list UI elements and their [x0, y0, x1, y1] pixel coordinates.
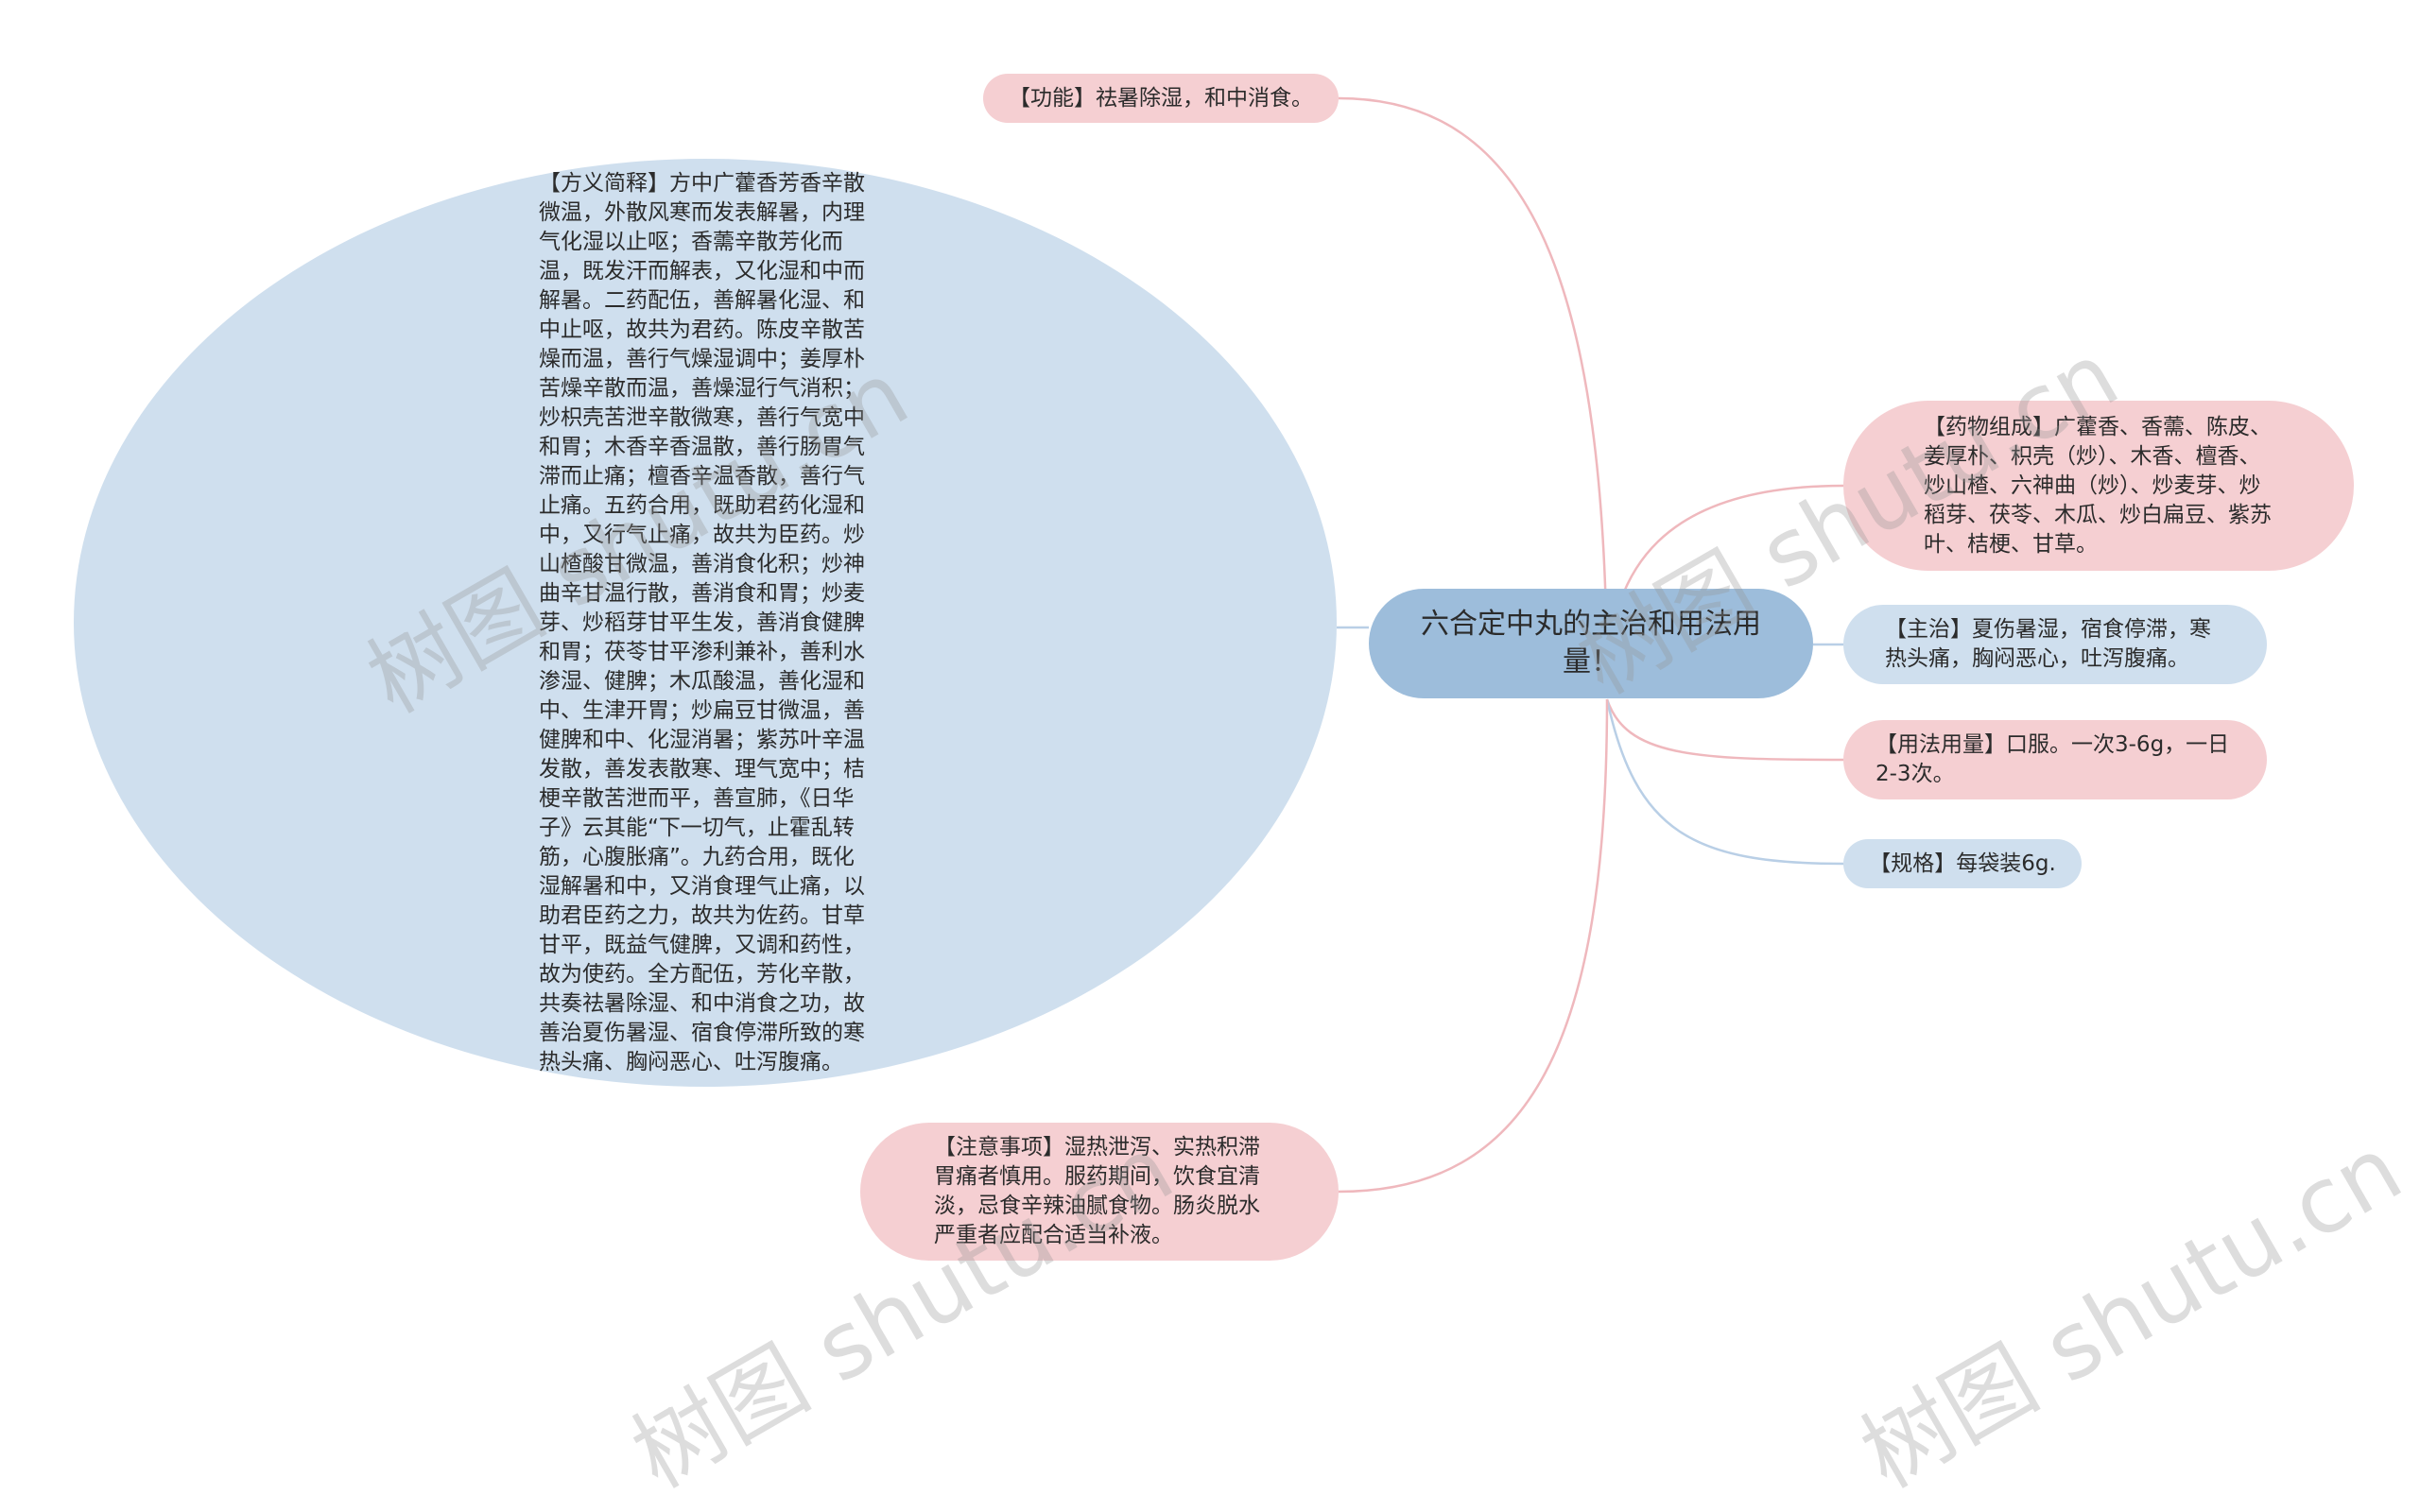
branch-function[interactable]: 【功能】祛暑除湿，和中消食。 [983, 74, 1339, 123]
edge-zhuyi [1338, 698, 1609, 1194]
edge-guige [1605, 698, 1844, 866]
edge-gongneng [1338, 96, 1609, 691]
branch-specification-text: 【规格】每袋装6g. [1869, 850, 2056, 876]
central-topic-text: 六合定中丸的主治和用法用量！ [1421, 608, 1761, 679]
branch-precautions-text: 【注意事项】湿热泄泻、实热积滞胃痛者慎用。服药期间，饮食宜清淡，忌食辛辣油腻食物… [934, 1135, 1260, 1247]
edge-yongfa [1605, 698, 1844, 762]
branch-dosage-text: 【用法用量】口服。一次3-6g，一日2-3次。 [1876, 732, 2230, 786]
branch-ingredients-text: 【药物组成】广藿香、香薷、陈皮、姜厚朴、枳壳（炒）、木香、檀香、炒山楂、六神曲（… [1924, 414, 2272, 557]
central-topic[interactable]: 六合定中丸的主治和用法用量！ [1369, 589, 1813, 698]
branch-indications[interactable]: 【主治】夏伤暑湿，宿食停滞，寒热头痛，胸闷恶心，吐泻腹痛。 [1843, 605, 2267, 684]
branch-formula-explanation[interactable]: 【方义简释】方中广藿香芳香辛散微温，外散风寒而发表解暑，内理气化湿以止呕；香薷辛… [74, 159, 1337, 1087]
branch-ingredients[interactable]: 【药物组成】广藿香、香薷、陈皮、姜厚朴、枳壳（炒）、木香、檀香、炒山楂、六神曲（… [1843, 401, 2354, 571]
branch-function-text: 【功能】祛暑除湿，和中消食。 [1009, 85, 1313, 111]
branch-specification[interactable]: 【规格】每袋装6g. [1843, 839, 2082, 888]
branch-dosage[interactable]: 【用法用量】口服。一次3-6g，一日2-3次。 [1843, 720, 2267, 799]
branch-formula-explanation-text: 【方义简释】方中广藿香芳香辛散微温，外散风寒而发表解暑，内理气化湿以止呕；香薷辛… [539, 170, 865, 1074]
branch-indications-text: 【主治】夏伤暑湿，宿食停滞，寒热头痛，胸闷恶心，吐泻腹痛。 [1885, 617, 2211, 671]
branch-precautions[interactable]: 【注意事项】湿热泄泻、实热积滞胃痛者慎用。服药期间，饮食宜清淡，忌食辛辣油腻食物… [860, 1123, 1339, 1261]
